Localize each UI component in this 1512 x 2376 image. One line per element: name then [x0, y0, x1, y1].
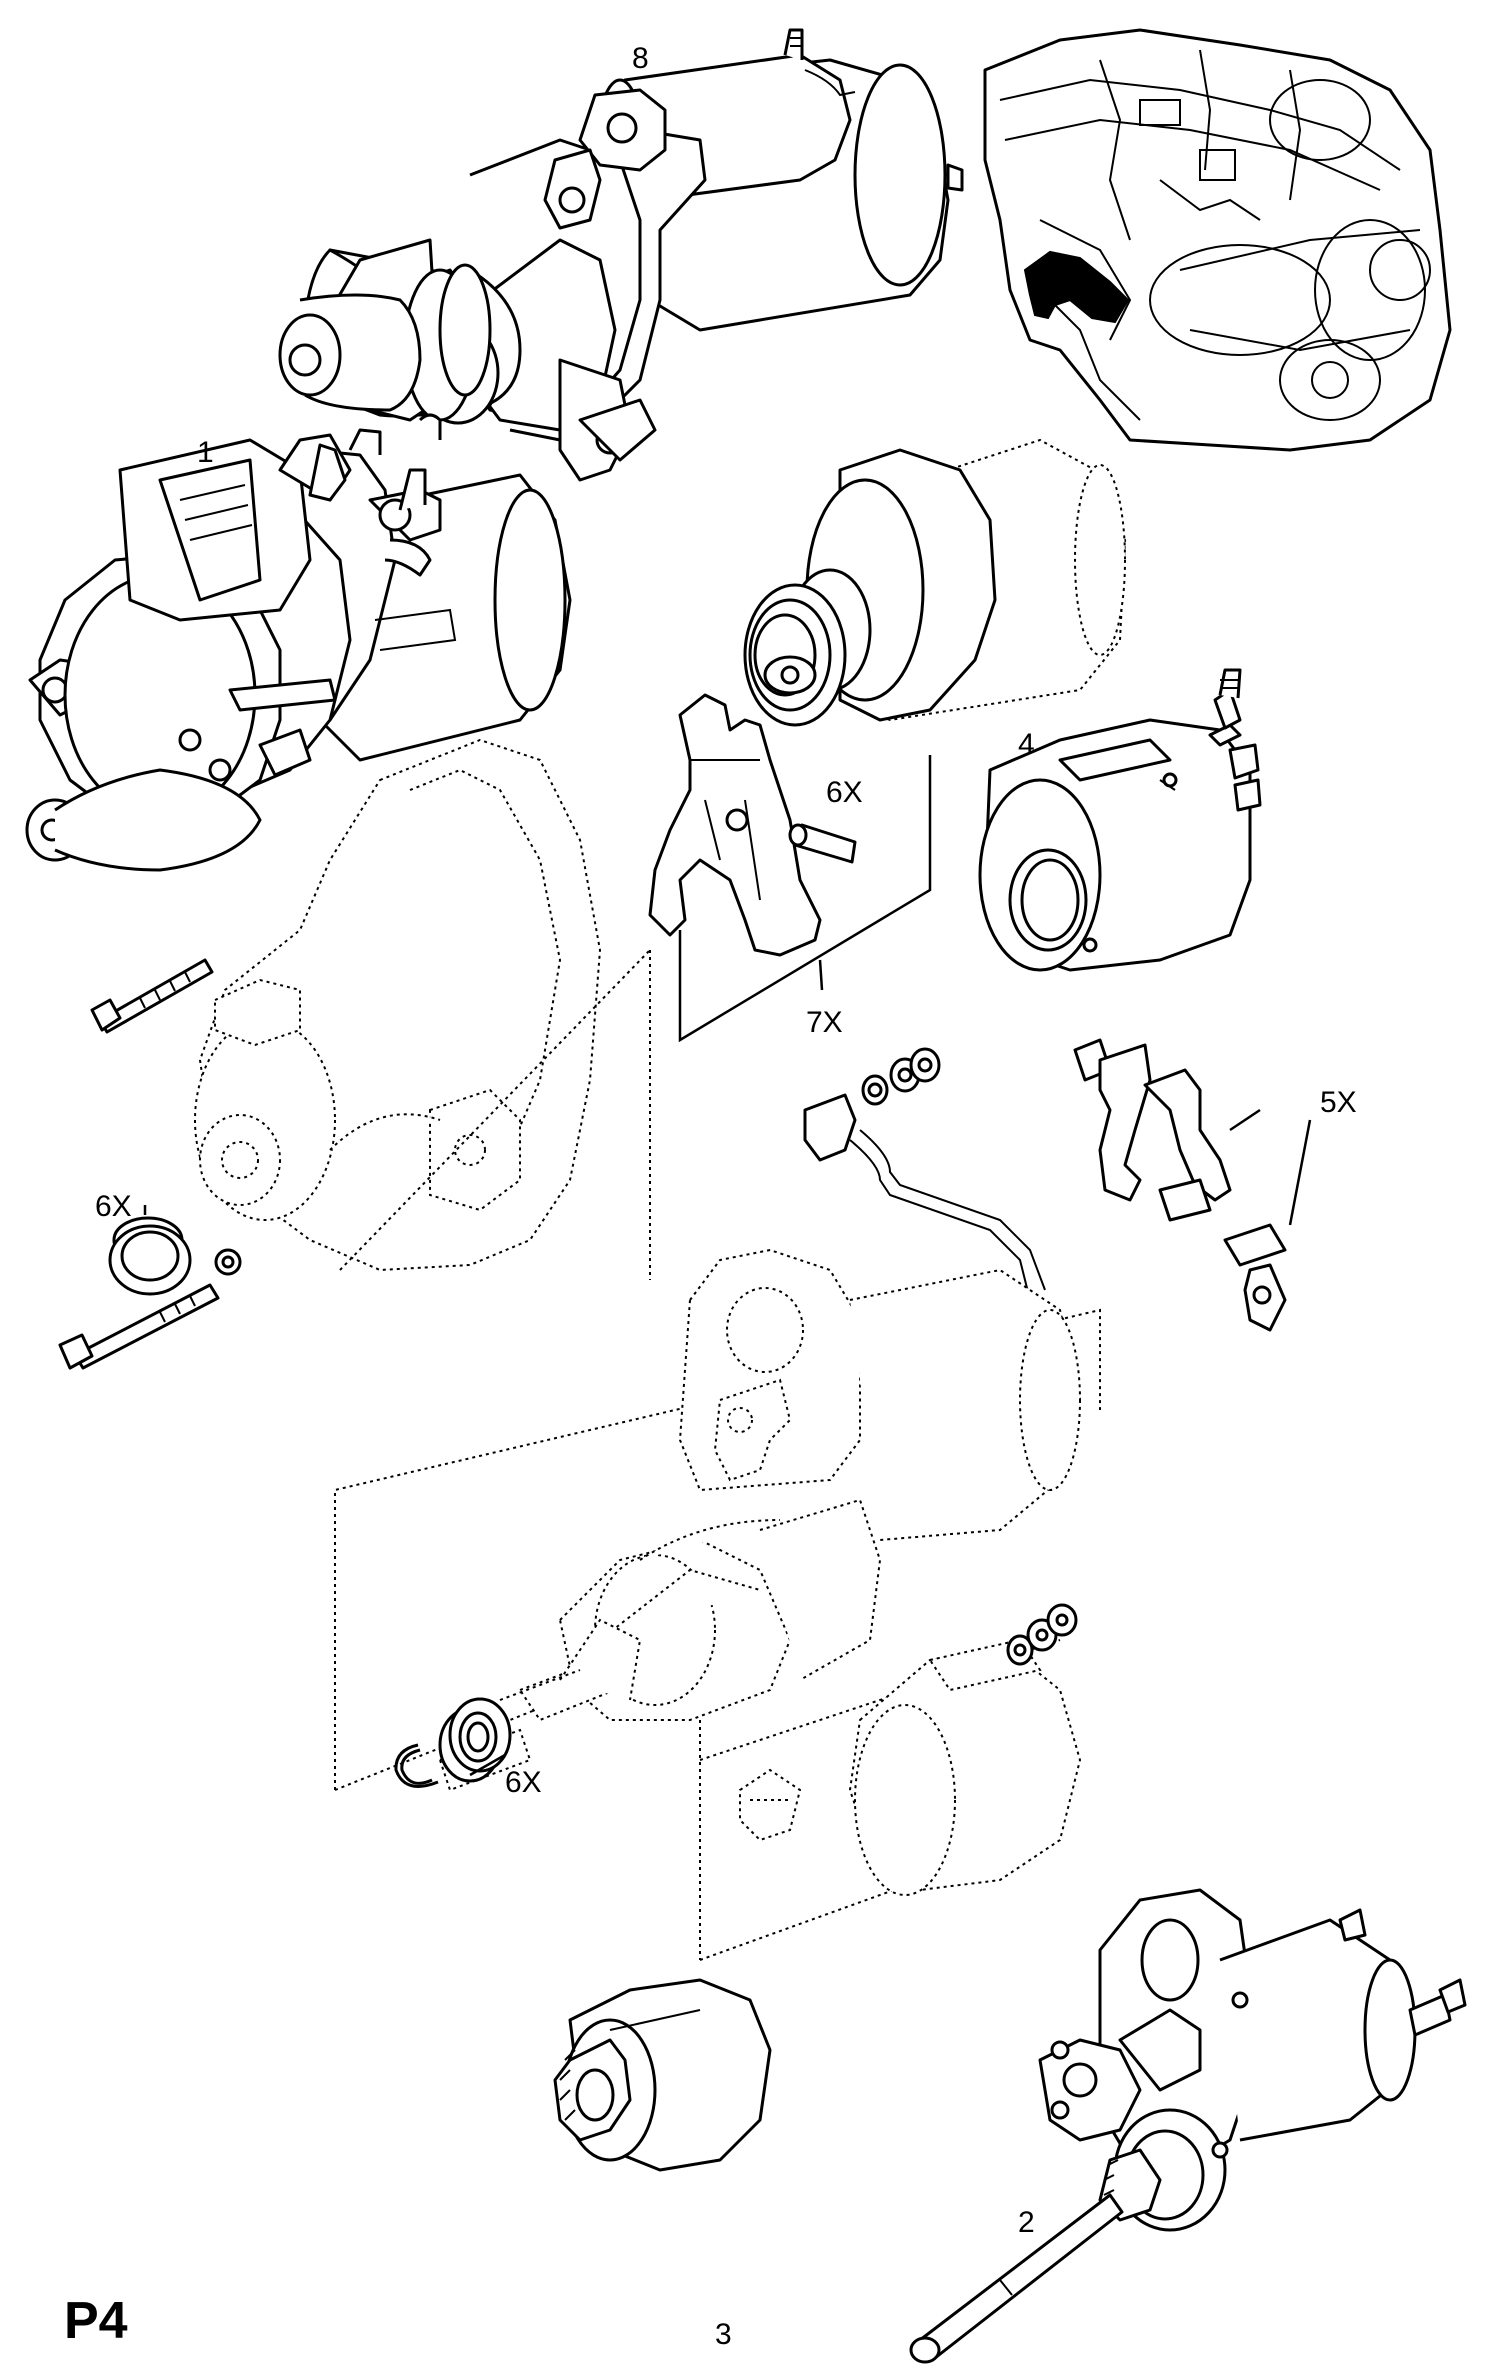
- bushing-6x-center: [438, 1697, 512, 1783]
- callout-8: 8: [632, 42, 649, 75]
- through-bolt-lower: [58, 1248, 242, 1370]
- leader-7x: [818, 959, 824, 991]
- callout-2: 2: [1018, 2206, 1035, 2239]
- callout-7x: 7X: [806, 1006, 843, 1039]
- shift-fork-7x: [648, 693, 822, 957]
- sheet-label: P4: [64, 2292, 128, 2350]
- through-bolt-upper: [90, 958, 214, 1034]
- callout-3: 3: [715, 2318, 732, 2351]
- starter-assembly-2: [909, 1888, 1467, 2364]
- circlip: [394, 1743, 439, 1788]
- leader-5x: [1229, 1108, 1312, 1226]
- callout-4: 4: [1018, 728, 1035, 761]
- callout-6x-pin: 6X: [826, 776, 863, 809]
- engine-location-thumbnail: [983, 28, 1452, 452]
- leader-6x-center: [469, 1753, 506, 1777]
- callout-6x-center: 6X: [505, 1766, 542, 1799]
- callout-6x-left: 6X: [95, 1190, 132, 1223]
- group-bracket-7x: [678, 755, 932, 1043]
- pin-6x: [788, 823, 857, 864]
- starter-motor-8: [278, 28, 964, 482]
- nuts-upper: [861, 1047, 941, 1106]
- bushing-6x-left: [108, 1216, 192, 1296]
- brush-holder-5x: [1073, 1038, 1287, 1332]
- field-lead: [803, 1093, 1046, 1301]
- phantom-housing-left: [194, 738, 651, 1280]
- starter-motor-1: [25, 413, 572, 872]
- callout-5x: 5X: [1320, 1086, 1357, 1119]
- solenoid-center: [743, 438, 1127, 727]
- solenoid-4: [978, 668, 1262, 972]
- exploded-frame-group: [334, 1248, 1101, 1961]
- nuts-lower: [1006, 1603, 1078, 1666]
- pinion-drive-3: [553, 1978, 772, 2172]
- starter-location-arrow: [1023, 250, 1130, 324]
- callout-1: 1: [197, 436, 214, 469]
